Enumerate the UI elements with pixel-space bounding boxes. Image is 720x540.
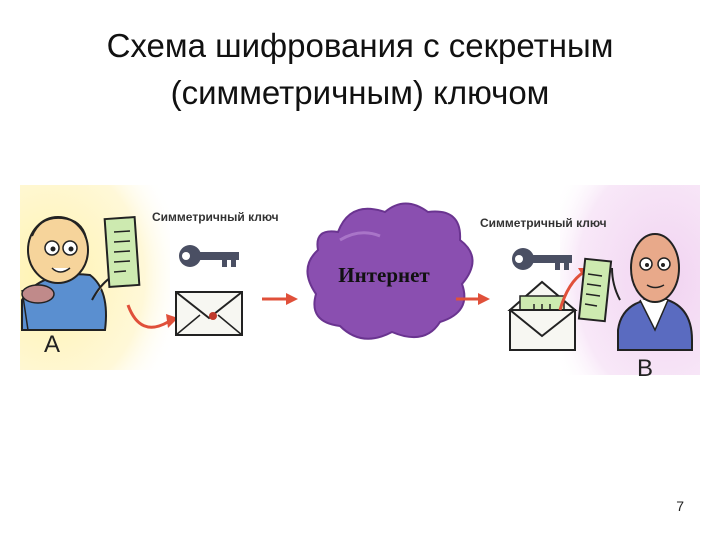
document-b: [577, 257, 613, 323]
key-label-left: Симметричный ключ: [152, 210, 279, 224]
title-line-2: (симметричным) ключом: [170, 74, 550, 111]
page-number: 7: [676, 498, 684, 514]
person-a-label: A: [44, 331, 60, 358]
key-label-right: Симметричный ключ: [480, 216, 607, 230]
internet-cloud-label: Интернет: [338, 263, 430, 287]
person-b-illustration: [611, 233, 693, 351]
arrow-a-to-envelope: [126, 304, 169, 329]
internet-cloud: [306, 202, 474, 340]
person-a-illustration: [21, 216, 111, 331]
title-line-1: Схема шифрования с секретным: [106, 27, 614, 64]
person-b-label: B: [637, 355, 653, 382]
arrow-from-internet: [456, 293, 490, 305]
slide-title: Схема шифрования с секретным (симметричн…: [0, 22, 720, 116]
document-a: [103, 215, 141, 289]
arrow-envelope-to-b: [558, 270, 585, 311]
key-icon-right: [512, 248, 572, 270]
envelope-open-icon: [507, 280, 578, 351]
key-icon-left: [179, 245, 239, 267]
arrow-to-internet: [262, 293, 298, 305]
envelope-closed-icon: [175, 291, 243, 336]
